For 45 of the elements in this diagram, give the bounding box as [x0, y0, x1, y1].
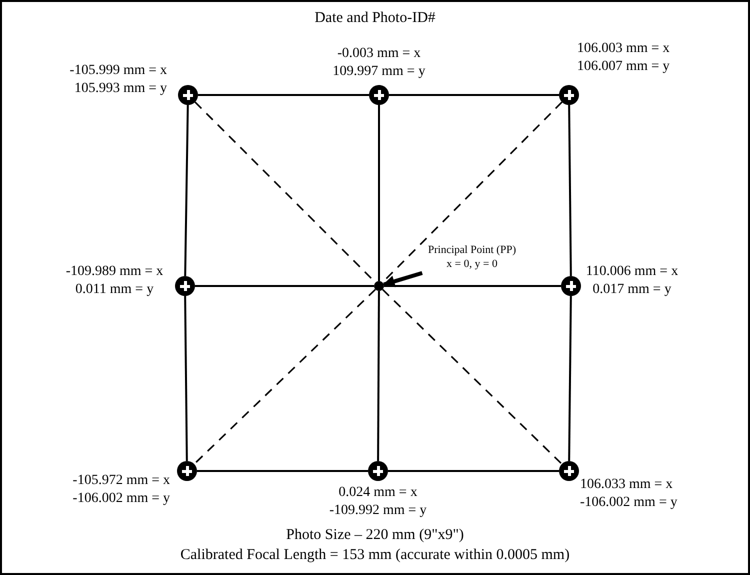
line [568, 296, 572, 461]
line [388, 470, 559, 472]
point-label: x = 0, y = 0 [446, 257, 498, 271]
coordinate-label: -0.003 mm = x [336, 45, 422, 63]
line [184, 104, 189, 276]
coordinate-label: 0.024 mm = x [338, 484, 418, 502]
line [198, 94, 369, 96]
coordinate-label: -105.972 mm = x [72, 472, 170, 490]
note: Photo Size – 220 mm (9"x9") [286, 527, 464, 543]
coordinate-label: 106.033 mm = x [580, 476, 674, 494]
fiducial-mark [178, 85, 198, 105]
title: Date and Photo-ID# [314, 10, 436, 26]
dashed-line [382, 288, 562, 465]
coordinate-label: -109.992 mm = y [328, 502, 428, 520]
line [568, 104, 572, 276]
point-label: Principal Point (PP) [426, 243, 517, 257]
line [384, 285, 561, 287]
coordinate-label: 0.017 mm = y [592, 281, 672, 299]
fiducial-mark [177, 461, 197, 481]
fiducial-mark [368, 461, 388, 481]
coordinate-label: 106.003 mm = x [577, 40, 671, 58]
coordinate-label: 106.007 mm = y [577, 58, 671, 76]
line [195, 285, 374, 287]
coordinate-label: -106.002 mm = y [72, 490, 170, 508]
fiducial-mark [559, 461, 579, 481]
note: Calibrated Focal Length = 153 mm (accurate within 0.0005 mm) [180, 547, 570, 563]
coordinate-label: 0.011 mm = y [74, 281, 155, 299]
fiducial-mark [561, 276, 581, 296]
coordinate-label: 105.993 mm = y [73, 80, 167, 98]
coordinate-label: -106.002 mm = y [580, 494, 678, 512]
dashed-line [194, 288, 376, 465]
arrow [382, 271, 423, 288]
line [197, 470, 368, 472]
center-point [374, 281, 384, 291]
fiducial-mark [369, 85, 389, 105]
coordinate-label: 109.997 mm = y [332, 63, 426, 81]
line [378, 105, 380, 281]
fiducial-mark [175, 276, 195, 296]
coordinate-label: 110.006 mm = x [584, 263, 680, 281]
line [377, 291, 380, 461]
coordinate-label: -109.989 mm = x [64, 263, 164, 281]
fiducial-mark [559, 85, 579, 105]
coordinate-label: -105.999 mm = x [68, 62, 167, 80]
line [184, 296, 188, 461]
line [389, 94, 559, 96]
